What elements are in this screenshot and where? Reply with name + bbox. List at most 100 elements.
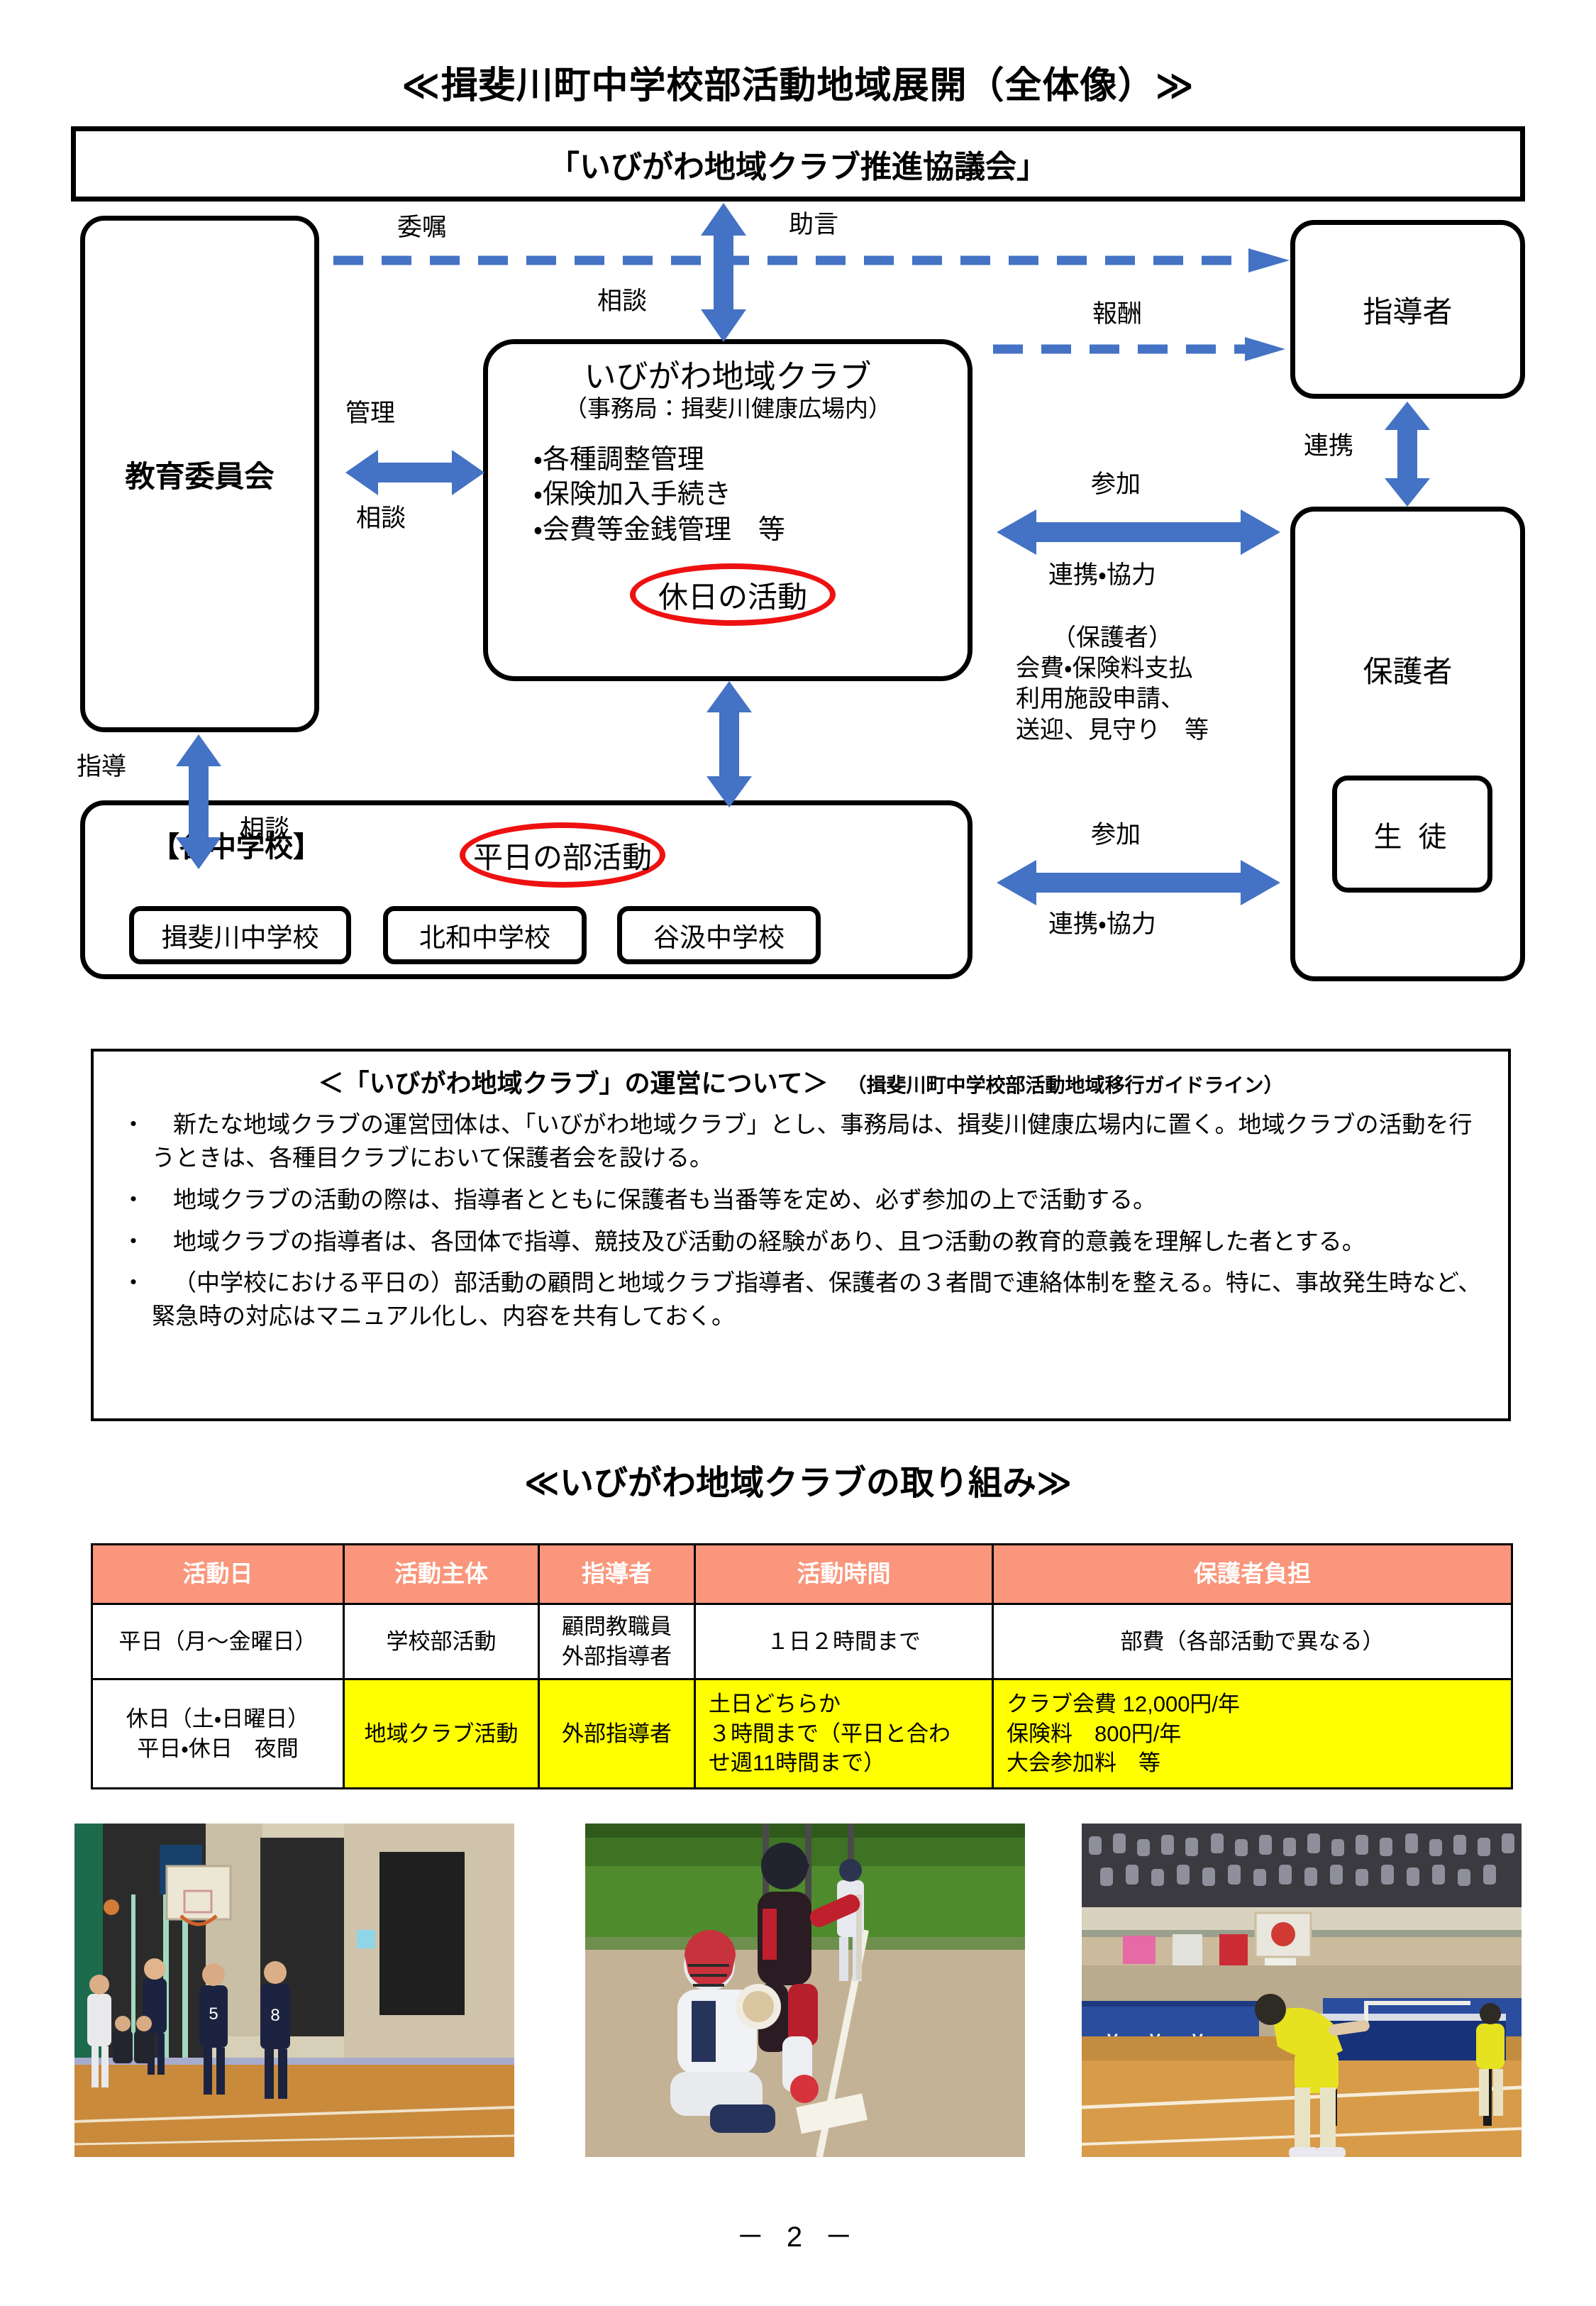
guardian-duty-line: 送迎、見守り 等: [1016, 716, 1209, 744]
cell-line: ３時間まで（平日と合わ: [709, 1721, 951, 1746]
instructor-box: 指導者: [1290, 220, 1525, 399]
flow-label-advice: 助言: [789, 211, 839, 238]
club-duty-item: ・保険加入手続き: [533, 480, 731, 510]
council-box: 「いびがわ地域クラブ推進協議会」: [71, 126, 1525, 202]
club-duties-list: ・各種調整管理 ・保険加入手続き ・会費等金銭管理 等: [533, 443, 968, 548]
table-row: 平日（月～金曜日） 学校部活動 顧問教職員 外部指導者 １日２時間まで 部費（各…: [91, 1603, 1513, 1680]
flow-label-participate-upper: 参加: [1091, 470, 1141, 498]
flow-label-consult-mid: 相談: [356, 504, 406, 532]
flow-label-cooperate-instructor: 連携: [1304, 432, 1354, 460]
flow-label-manage: 管理: [345, 399, 396, 427]
note-bullet-icon: ・: [121, 1111, 145, 1137]
school-chip-tanigumi: 谷汲中学校: [617, 906, 821, 964]
svg-text:5: 5: [209, 2004, 218, 2024]
table-cell-instructor: 外部指導者: [538, 1678, 696, 1789]
school-chip-hokuwa: 北和中学校: [383, 906, 587, 964]
table-cell-instructor: 顧問教職員 外部指導者: [538, 1603, 696, 1680]
council-label: 「いびがわ地域クラブ推進協議会」: [548, 150, 1048, 184]
council-club-arrow: [701, 203, 746, 342]
initiatives-title: ≪いびがわ地域クラブの取り組み≫: [523, 1464, 1073, 1502]
cell-line: 保険料 800円/年: [1007, 1721, 1182, 1746]
table-cell-activity-day: 平日（月～金曜日）: [91, 1603, 345, 1680]
cell-line: 顧問教職員: [562, 1613, 672, 1639]
student-box: 生 徒: [1332, 776, 1492, 893]
basketball-photo: 5 8: [74, 1824, 514, 2157]
flow-label-cooperation-lower: 連携・協力: [1048, 910, 1156, 938]
table-column-header: 活動主体: [343, 1543, 540, 1605]
note-heading-row: ＜「いびがわ地域クラブ」の運営について＞（揖斐川町中学校部活動地域移行ガイドライ…: [115, 1063, 1487, 1100]
schools-guardian-arrow-lower: [997, 860, 1280, 905]
svg-text:8: 8: [270, 2006, 279, 2025]
cell-line: 土日どちらか: [709, 1691, 841, 1716]
cell-line: クラブ会費 12,000円/年: [1007, 1691, 1241, 1716]
guardian-box: 保護者 生 徒: [1290, 507, 1525, 981]
schools-box: 【各中学校】 平日の部活動 揖斐川中学校 北和中学校 谷汲中学校: [80, 800, 972, 979]
guardian-duty-line: 会費・保険料支払: [1016, 655, 1193, 683]
schools-header: 【各中学校】: [151, 832, 321, 863]
flow-label-cooperation-upper: 連携・協力: [1048, 561, 1156, 589]
cell-line: せ週11時間まで）: [709, 1750, 886, 1776]
table-row: 休日（土・日曜日） 平日・休日 夜間 地域クラブ活動 外部指導者 土日どちらか …: [91, 1678, 1513, 1789]
club-subtitle: （事務局：揖斐川健康広場内）: [564, 395, 892, 421]
instructor-label: 指導者: [1363, 294, 1453, 329]
note-bullet-icon: ・: [121, 1186, 145, 1213]
table-cell-activity-day: 休日（土・日曜日） 平日・休日 夜間: [91, 1678, 345, 1789]
guardian-duty-note: （保護者） 会費・保険料支払 利用施設申請、 送迎、見守り 等: [1016, 623, 1209, 746]
page-number: － 2 －: [736, 2222, 860, 2253]
instructor-guardian-arrow: [1385, 402, 1430, 507]
note-item-text: 地域クラブの活動の際は、指導者とともに保護者も当番等を定め、必ず参加の上で活動す…: [173, 1186, 1156, 1213]
education-committee-box: 教育委員会: [80, 216, 319, 732]
operation-note-box: ＜「いびがわ地域クラブ」の運営について＞（揖斐川町中学校部活動地域移行ガイドライ…: [91, 1049, 1511, 1421]
weekday-club-highlight: 平日の部活動: [460, 822, 665, 888]
note-list-item: ・ 地域クラブの指導者は、各団体で指導、競技及び活動の経験があり、且つ活動の教育…: [115, 1225, 1487, 1259]
activity-table: 活動日 活動主体 指導者 活動時間 保護者負担 平日（月～金曜日） 学校部活動 …: [91, 1543, 1513, 1789]
guardian-duty-line: （保護者）: [1052, 624, 1173, 651]
cell-line: 休日（土・日曜日）: [126, 1706, 310, 1731]
committee-club-arrow: [345, 450, 484, 495]
photo-gallery: 5 8: [74, 1824, 1522, 2157]
page-title: ≪揖斐川町中学校部活動地域展開（全体像）≫: [401, 65, 1195, 106]
note-list-item: ・ 新たな地域クラブの運営団体は、「いびがわ地域クラブ」とし、事務局は、揖斐川健…: [115, 1108, 1487, 1175]
cell-line: １日２時間まで: [767, 1628, 921, 1654]
club-duty-item: ・会費等金銭管理 等: [533, 514, 785, 545]
commission-dashed-connector: [333, 248, 1298, 272]
club-duty-item: ・各種調整管理: [533, 444, 704, 475]
cell-line: 平日（月～金曜日）: [118, 1628, 317, 1654]
holiday-activity-highlight: 休日の活動: [630, 563, 836, 627]
reward-dashed-connector: [993, 337, 1291, 361]
note-bullet-icon: ・: [121, 1228, 145, 1254]
student-label: 生 徒: [1373, 821, 1451, 853]
table-cell-activity-body: 学校部活動: [343, 1603, 540, 1680]
note-guideline: （揖斐川町中学校部活動地域移行ガイドライン）: [846, 1074, 1284, 1096]
table-column-header: 保護者負担: [992, 1543, 1513, 1605]
flow-label-reward: 報酬: [1092, 300, 1143, 328]
flow-label-guidance: 指導: [77, 753, 127, 780]
flow-label-consult-low: 相談: [240, 815, 290, 843]
club-highlight-wrap: 休日の活動: [488, 563, 968, 631]
guardian-label: 保護者: [1363, 655, 1453, 688]
organization-diagram: 「いびがわ地域クラブ推進協議会」 教育委員会 いびがわ地域クラブ （事務局：揖斐…: [0, 0, 1596, 1008]
guardian-duty-line: 利用施設申請、: [1016, 685, 1185, 713]
cell-line: 部費（各部活動で異なる）: [1120, 1628, 1385, 1654]
softball-photo: [585, 1824, 1025, 2157]
flow-label-participate-lower: 参加: [1091, 821, 1141, 849]
table-cell-activity-time: １日２時間まで: [694, 1603, 994, 1680]
note-item-text: （中学校における平日の）部活動の顧問と地域クラブ指導者、保護者の３者間で連絡体制…: [152, 1269, 1482, 1330]
school-name: 谷汲中学校: [653, 923, 785, 952]
table-column-header: 活動時間: [694, 1543, 994, 1605]
school-name: 北和中学校: [419, 923, 550, 952]
cell-line: 外部指導者: [562, 1643, 672, 1669]
table-cell-guardian-burden: クラブ会費 12,000円/年 保険料 800円/年 大会参加料 等: [992, 1678, 1513, 1789]
flow-label-consult-top: 相談: [597, 287, 648, 315]
club-guardian-arrow-upper: [997, 509, 1280, 555]
school-chip-ibigawa: 揖斐川中学校: [129, 906, 351, 964]
note-item-text: 地域クラブの指導者は、各団体で指導、競技及び活動の経験があり、且つ活動の教育的意…: [173, 1228, 1365, 1254]
table-column-header: 活動日: [91, 1543, 345, 1605]
note-list-item: ・ 地域クラブの活動の際は、指導者とともに保護者も当番等を定め、必ず参加の上で活…: [115, 1184, 1487, 1217]
note-list-item: ・ （中学校における平日の）部活動の顧問と地域クラブ指導者、保護者の３者間で連絡…: [115, 1267, 1487, 1333]
cell-line: 外部指導者: [562, 1721, 672, 1746]
table-cell-activity-body: 地域クラブ活動: [343, 1678, 540, 1789]
cell-line: 地域クラブ活動: [364, 1721, 519, 1746]
cell-line: 学校部活動: [386, 1628, 497, 1654]
